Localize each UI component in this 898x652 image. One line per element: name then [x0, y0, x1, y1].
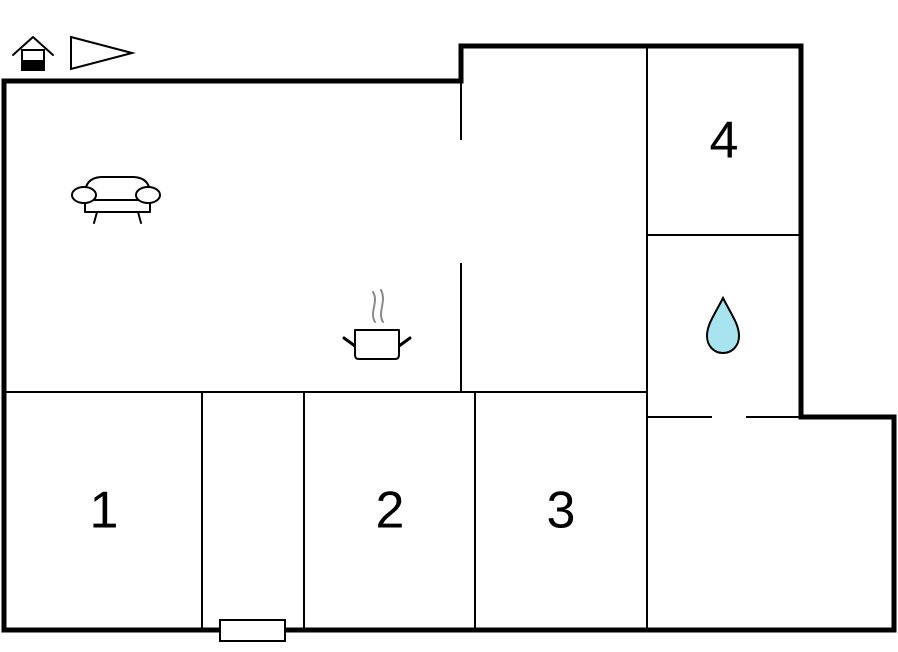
outer-wall: [1, 43, 897, 633]
room-label-1: 1: [90, 482, 119, 540]
terrace-window-icon: [219, 619, 286, 642]
interior-walls: [4, 46, 801, 630]
room-label-4: 4: [710, 112, 739, 170]
water-drop-icon: [705, 295, 741, 355]
house-entrance-icon: [12, 36, 54, 71]
room-label-3: 3: [547, 482, 576, 540]
cooking-pot-icon: [342, 289, 412, 360]
room-label-2: 2: [376, 482, 405, 540]
sofa-icon: [71, 176, 161, 224]
north-arrow-icon: [70, 35, 136, 71]
